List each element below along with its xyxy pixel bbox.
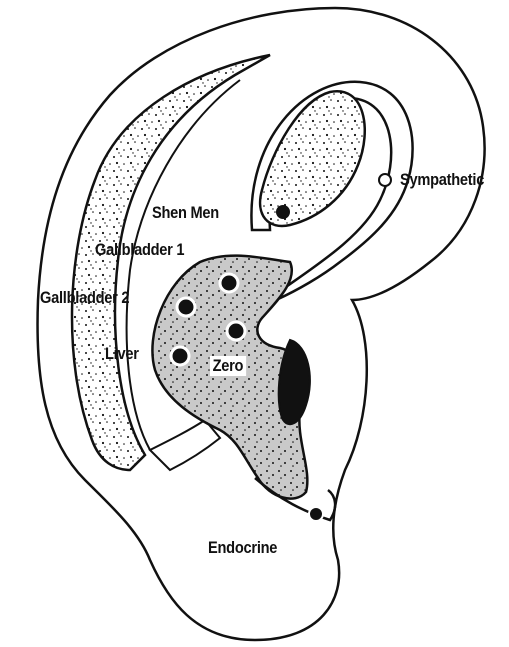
gallbladder-1-label: Gallbladder 1 xyxy=(95,240,184,260)
liver-label: Liver xyxy=(105,344,139,364)
liver-point xyxy=(171,347,189,365)
zero-label: Zero xyxy=(210,356,246,376)
sympathetic-label: Sympathetic xyxy=(400,170,484,190)
shen-men-label: Shen Men xyxy=(152,203,219,223)
gallbladder-2-point xyxy=(177,298,195,316)
gallbladder-2-label: Gallbladder 2 xyxy=(40,288,129,308)
endocrine-label: Endocrine xyxy=(208,538,277,558)
gallbladder-1-point xyxy=(220,274,238,292)
sympathetic-point xyxy=(379,174,391,186)
endocrine-point xyxy=(309,507,323,521)
zero-point xyxy=(227,322,245,340)
shen-men-point xyxy=(276,205,290,219)
